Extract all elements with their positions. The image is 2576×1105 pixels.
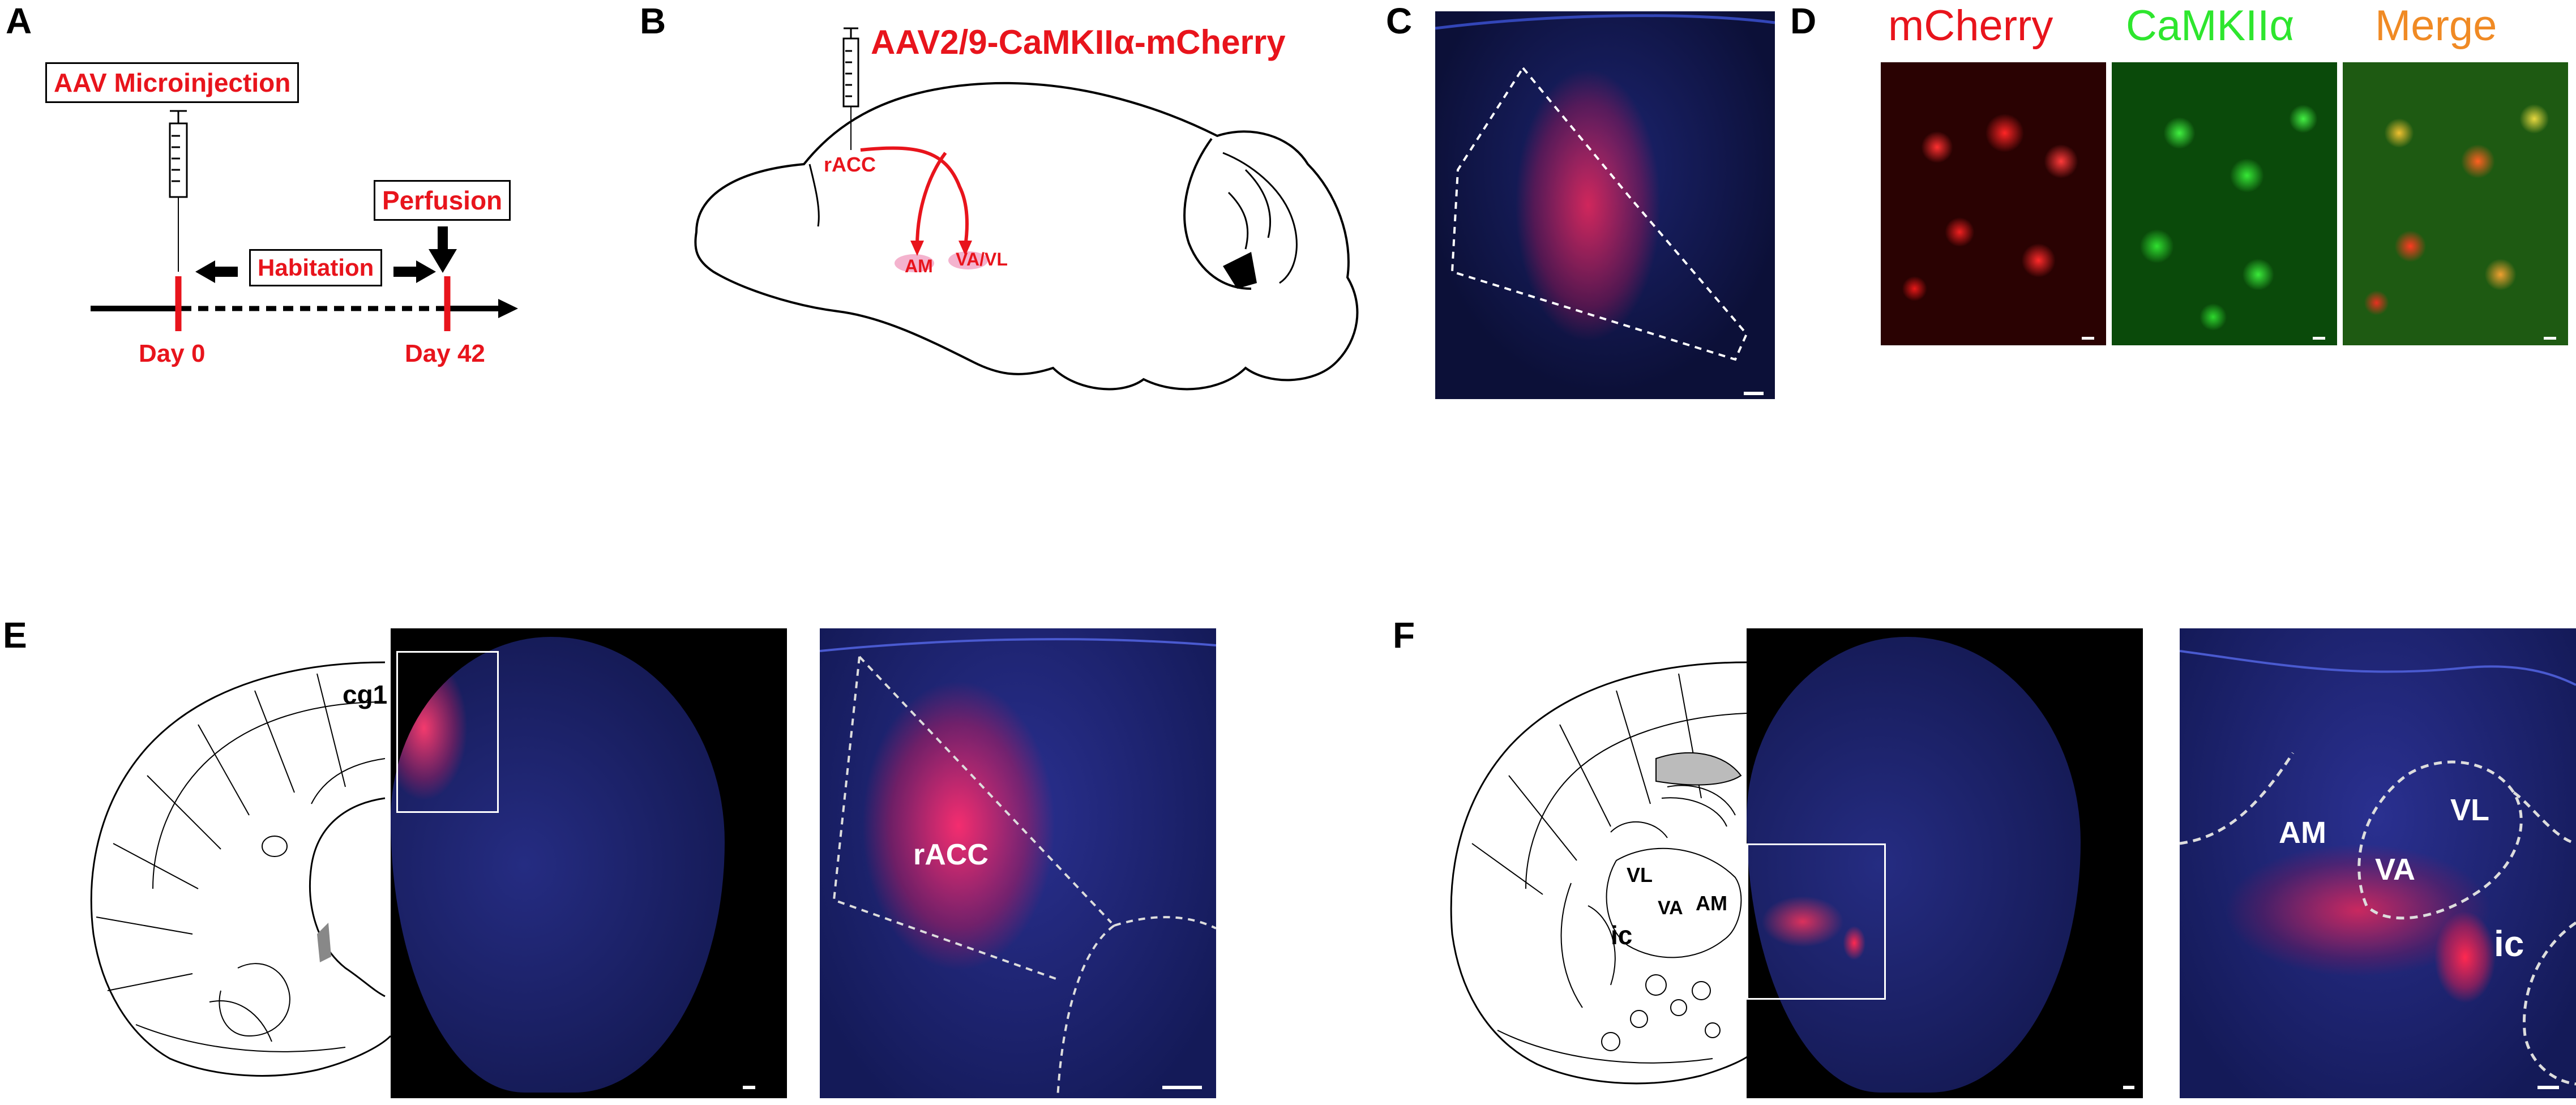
habitation-label: Habitation — [249, 249, 383, 286]
e-racc-zoom-micrograph: rACC — [820, 628, 1216, 1098]
panel-letter-d: D — [1790, 1, 1817, 41]
d-merge-title: Merge — [2375, 2, 2497, 50]
f-atlas-vl-label: VL — [1627, 863, 1653, 886]
d-merge-image — [2343, 62, 2568, 345]
f-atlas-ic-label: ic — [1611, 920, 1633, 950]
d-mcherry-title: mCherry — [1888, 2, 2053, 50]
f-am-label: AM — [2279, 816, 2326, 850]
f-atlas-am-label: AM — [1696, 892, 1727, 915]
d-camk-image — [2112, 62, 2337, 345]
panel-letter-f: F — [1393, 615, 1415, 656]
perfusion-label: Perfusion — [374, 180, 511, 221]
e-cg1-label: cg1 — [343, 680, 388, 709]
f-coronal-micrograph — [1747, 628, 2143, 1098]
timeline-diagram — [91, 110, 518, 331]
syringe-icon — [169, 110, 188, 272]
panel-letter-c: C — [1386, 1, 1413, 41]
sagittal-brain-diagram — [694, 27, 1359, 391]
f-atlas-va-label: VA — [1658, 897, 1683, 919]
day0-label: Day 0 — [139, 340, 206, 367]
e-coronal-micrograph — [391, 628, 787, 1098]
f-va-label: VA — [2375, 853, 2416, 886]
e-racc-label: rACC — [913, 838, 989, 871]
day42-label: Day 42 — [405, 340, 485, 367]
construct-title: AAV2/9-CaMKIIα-mCherry — [871, 23, 1286, 61]
f-coronal-atlas-diagram — [1450, 661, 1753, 1085]
f-ic-label: ic — [2494, 923, 2524, 964]
d-camk-title: CaMKIIα — [2126, 2, 2295, 50]
panel-letter-e: E — [3, 615, 27, 656]
e-coronal-atlas-diagram — [90, 661, 392, 1077]
f-thalamus-zoom-micrograph: VL AM VA ic — [2180, 628, 2576, 1098]
b-am-label: AM — [905, 256, 933, 276]
b-racc-label: rACC — [824, 153, 876, 176]
b-vavl-label: VA/VL — [956, 249, 1008, 269]
microinjection-label: AAV Microinjection — [45, 62, 299, 103]
f-vl-label: VL — [2450, 793, 2490, 827]
panel-letter-b: B — [640, 1, 666, 41]
d-mcherry-image — [1881, 62, 2106, 345]
panel-letter-a: A — [6, 1, 32, 41]
c-micrograph — [1435, 11, 1775, 399]
